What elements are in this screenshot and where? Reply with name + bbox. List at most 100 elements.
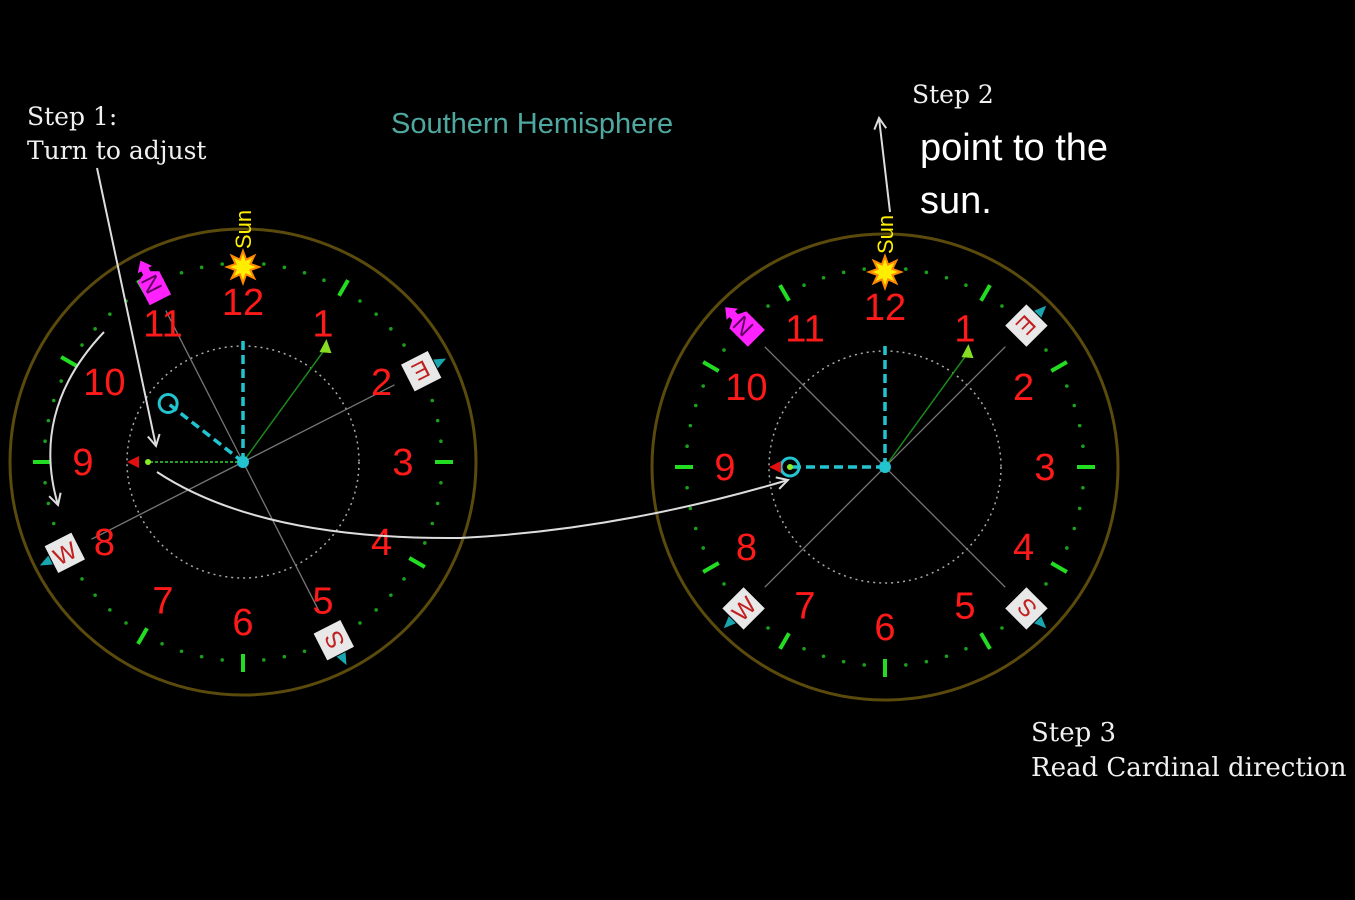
minute-hand-tip-icon	[319, 339, 332, 354]
hour-tick	[408, 556, 426, 569]
north-marker-icon	[137, 260, 172, 306]
step2-up-arrow	[879, 118, 891, 213]
minute-dot	[43, 481, 47, 485]
minute-dot	[59, 379, 64, 383]
minute-dot	[302, 270, 307, 275]
minute-dot	[1064, 546, 1069, 550]
minute-dot	[435, 501, 440, 506]
minute-dot	[1044, 582, 1048, 586]
minute-dot	[220, 262, 224, 266]
step3-label: Step 3 Read Cardinal direction	[1031, 716, 1346, 786]
hour-tick	[136, 627, 149, 645]
minute-dot	[862, 663, 866, 667]
minute-dot	[766, 626, 770, 630]
minute-dot	[108, 608, 112, 612]
minute-dot	[924, 270, 929, 275]
cardinal-box	[44, 532, 85, 573]
hour-tick	[778, 284, 791, 302]
minute-hand	[242, 346, 328, 463]
minute-dot	[199, 654, 204, 659]
hemisphere-title: Southern Hemisphere	[391, 108, 674, 140]
minute-dot	[374, 608, 378, 612]
compass-axis	[764, 346, 886, 468]
compass-axis	[91, 461, 244, 540]
minute-dot	[1064, 384, 1069, 388]
cardinal-N: N	[135, 260, 172, 306]
minute-hand-tip-icon	[961, 344, 974, 359]
minute-dot	[685, 486, 689, 490]
minute-dot	[358, 299, 362, 303]
minute-dot	[841, 270, 846, 275]
minute-dot	[430, 521, 435, 526]
step1-pointer-arrow	[96, 167, 156, 446]
cardinal-E: E	[401, 351, 447, 392]
minute-dot	[220, 658, 224, 662]
minute-dot	[1000, 626, 1004, 630]
step1-label: Step 1: Turn to adjust	[27, 100, 206, 168]
minute-dot	[701, 384, 706, 388]
minute-dot	[904, 663, 908, 667]
minute-dot	[93, 593, 97, 597]
minute-dot	[964, 646, 968, 651]
cardinal-W: W	[39, 532, 85, 573]
minute-dot	[422, 541, 427, 545]
hour-number-1: 1	[312, 303, 333, 345]
cardinal-arrow-icon	[1034, 616, 1047, 629]
minute-dot	[402, 343, 406, 347]
hour-hand-handle	[157, 393, 179, 415]
hour-number-9: 9	[714, 447, 735, 489]
step2-heading: Step 2	[912, 80, 994, 109]
minute-dot	[722, 582, 726, 586]
minute-dot	[124, 621, 128, 625]
hour-tick	[60, 355, 78, 368]
compass-axis	[165, 310, 244, 463]
compass-axis	[242, 461, 321, 614]
minute-dot	[282, 265, 287, 270]
hour-tick	[1050, 360, 1068, 373]
hour-number-1: 1	[954, 308, 975, 350]
center-pivot	[237, 456, 249, 468]
compass-axis	[884, 346, 1006, 468]
minute-dot	[802, 646, 806, 651]
step3-heading: Step 3	[1031, 718, 1117, 748]
minute-dot	[282, 654, 287, 659]
minute-dot	[51, 521, 56, 526]
minute-dot	[108, 312, 112, 316]
hour-number-2: 2	[1013, 367, 1034, 409]
sun-label: Sun	[873, 215, 898, 254]
step3-text: Read Cardinal direction	[1031, 753, 1347, 784]
cardinal-arrow-icon	[39, 555, 53, 566]
hour-tick	[979, 284, 992, 302]
minute-dot	[374, 312, 378, 316]
minute-dot	[389, 327, 393, 331]
minute-dot	[439, 481, 443, 485]
hour-number-10: 10	[725, 367, 767, 409]
sun-label: Sun	[231, 210, 256, 249]
hour-number-7: 7	[794, 586, 815, 628]
hour-number-6: 6	[232, 602, 253, 644]
hour-number-8: 8	[736, 527, 757, 569]
cardinal-arrow-icon	[723, 616, 736, 629]
minute-dot	[46, 418, 51, 423]
minute-dot	[80, 343, 84, 347]
red-pointer-icon	[769, 461, 781, 473]
red-pointer-icon	[127, 456, 139, 468]
compass-axis	[764, 466, 886, 588]
cardinal-box	[401, 351, 442, 392]
minute-dot	[262, 658, 266, 662]
minute-dot	[160, 641, 164, 646]
hour-number-4: 4	[1013, 527, 1034, 569]
minute-dot	[439, 439, 443, 443]
minute-dot	[43, 439, 47, 443]
minute-dot	[1077, 506, 1082, 511]
minute-dot	[685, 444, 689, 448]
outer-ring	[650, 232, 1120, 702]
minute-dot	[693, 403, 698, 408]
minute-dot	[841, 659, 846, 664]
hour-number-8: 8	[94, 522, 115, 564]
minute-dot	[924, 659, 929, 664]
minute-dot	[435, 418, 440, 423]
minute-dot	[46, 501, 51, 506]
hour-number-11: 11	[785, 308, 824, 350]
